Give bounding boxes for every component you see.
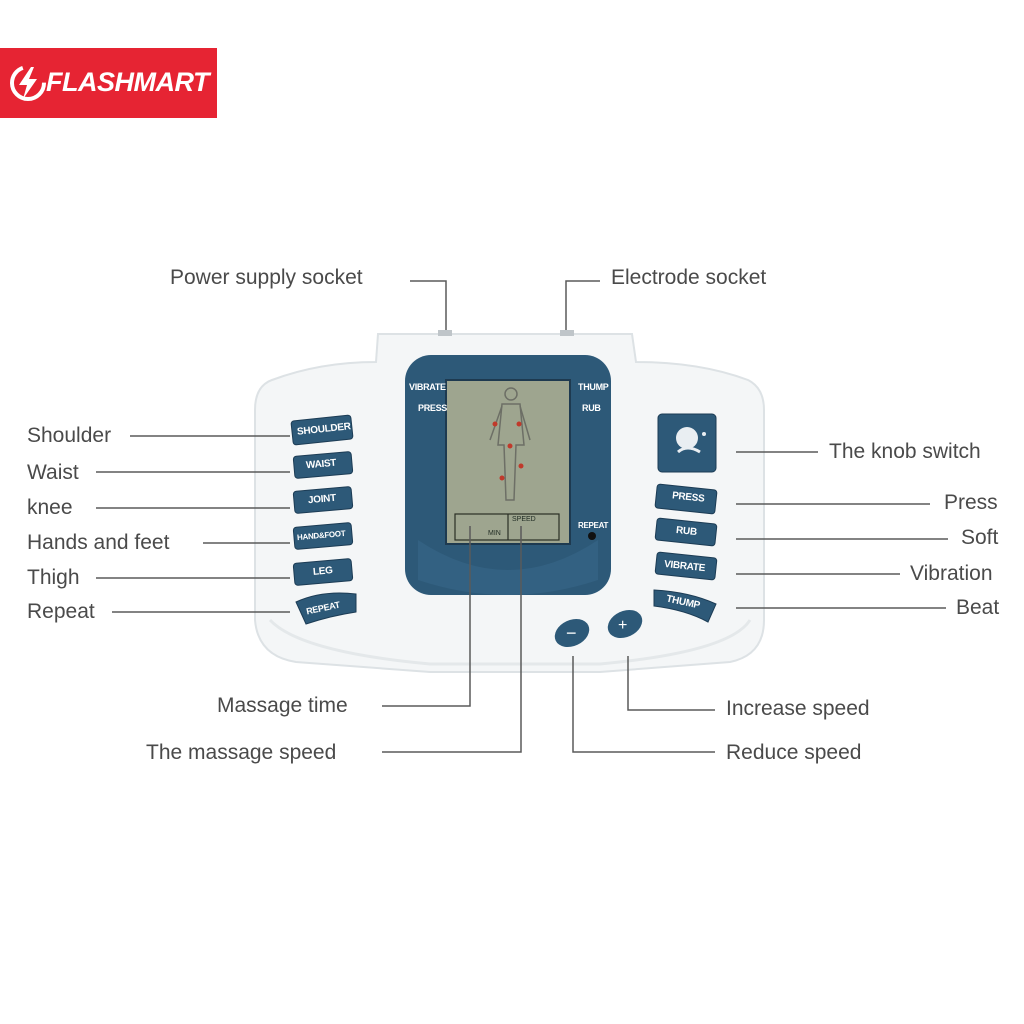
callout-beat: Beat	[956, 596, 999, 620]
callout-knee: knee	[27, 496, 73, 520]
callout-press: Press	[944, 491, 998, 515]
svg-text:+: +	[618, 617, 627, 634]
callout-hands-and-feet: Hands and feet	[27, 531, 169, 555]
callout-repeat: Repeat	[27, 600, 95, 624]
lcd-label-press: PRESS	[418, 403, 447, 413]
leg-button[interactable]: LEG	[313, 565, 334, 578]
electrode-socket	[560, 330, 574, 336]
lcd-label-vibrate: VIBRATE	[409, 382, 446, 392]
callout-shoulder: Shoulder	[27, 424, 111, 448]
callout-massage-speed: The massage speed	[146, 741, 336, 765]
callout-knob-switch: The knob switch	[829, 440, 981, 464]
rub-button[interactable]: RUB	[675, 525, 697, 538]
callout-increase-speed: Increase speed	[726, 697, 870, 721]
lcd-time-label: MIN	[488, 530, 501, 537]
callout-thigh: Thigh	[27, 566, 80, 590]
lcd-label-repeat: REPEAT	[578, 521, 608, 530]
callout-massage-time: Massage time	[217, 694, 348, 718]
repeat-indicator	[588, 532, 596, 540]
callout-soft: Soft	[961, 526, 998, 550]
callout-electrode-socket: Electrode socket	[611, 266, 766, 290]
lcd-label-rub: RUB	[582, 403, 601, 413]
callout-vibration: Vibration	[910, 562, 993, 586]
lcd-label-thump: THUMP	[578, 382, 609, 392]
callout-reduce-speed: Reduce speed	[726, 741, 861, 765]
callout-power-supply-socket: Power supply socket	[170, 266, 363, 290]
callout-waist: Waist	[27, 461, 79, 485]
lcd-speed-label: SPEED	[512, 516, 536, 523]
svg-text:−: −	[566, 623, 577, 643]
power-socket	[438, 330, 452, 336]
